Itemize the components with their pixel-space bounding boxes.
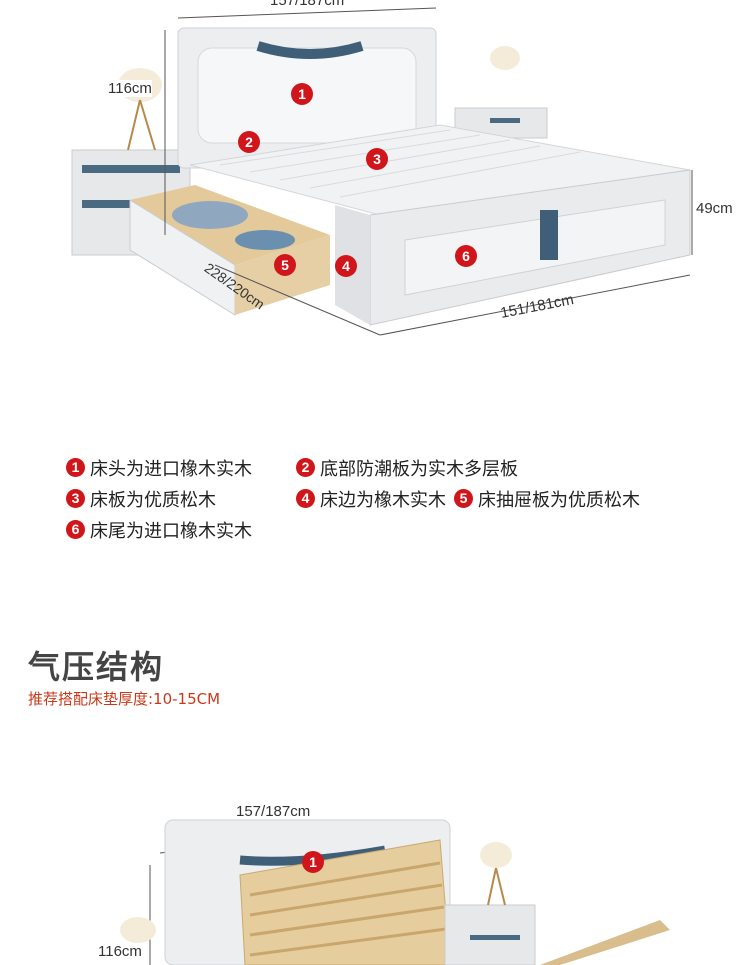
materials-legend: 1 床头为进口橡木实木 2 底部防潮板为实木多层板 3 床板为优质松木 4 床边为橡木实…: [66, 452, 648, 545]
dimension-width: 157/187cm: [270, 0, 345, 9]
bottom-dimension-height: 116cm: [98, 943, 142, 960]
legend-text: 床板为优质松木: [90, 489, 216, 511]
legend-num: 4: [296, 489, 315, 508]
legend-num: 2: [296, 458, 315, 477]
bottom-marker-1: 1: [302, 851, 324, 873]
bed-illustration-top: [71, 7, 693, 336]
bottom-dimension-width: 157/187cm: [236, 803, 311, 820]
dimension-side-height: 49cm: [696, 200, 733, 217]
marker-2: 2: [238, 131, 260, 153]
legend-num: 5: [454, 489, 473, 508]
legend-text: 床头为进口橡木实木: [90, 458, 252, 480]
legend-text: 底部防潮板为实木多层板: [320, 458, 518, 480]
marker-6: 6: [455, 245, 477, 267]
section-title: 气压结构: [28, 648, 165, 686]
marker-3: 3: [366, 148, 388, 170]
marker-5: 5: [274, 254, 296, 276]
legend-num: 1: [66, 458, 85, 477]
bed-illustration-bottom: [120, 819, 670, 965]
section-subtitle: 推荐搭配床垫厚度:10-15CM: [28, 690, 221, 708]
legend-text: 床边为橡木实木: [320, 489, 446, 511]
marker-4: 4: [335, 255, 357, 277]
dimension-height: 116cm: [108, 80, 152, 97]
legend-text: 床抽屉板为优质松木: [478, 489, 640, 511]
legend-num: 3: [66, 489, 85, 508]
marker-1: 1: [291, 83, 313, 105]
legend-num: 6: [66, 520, 85, 539]
legend-text: 床尾为进口橡木实木: [90, 520, 252, 542]
